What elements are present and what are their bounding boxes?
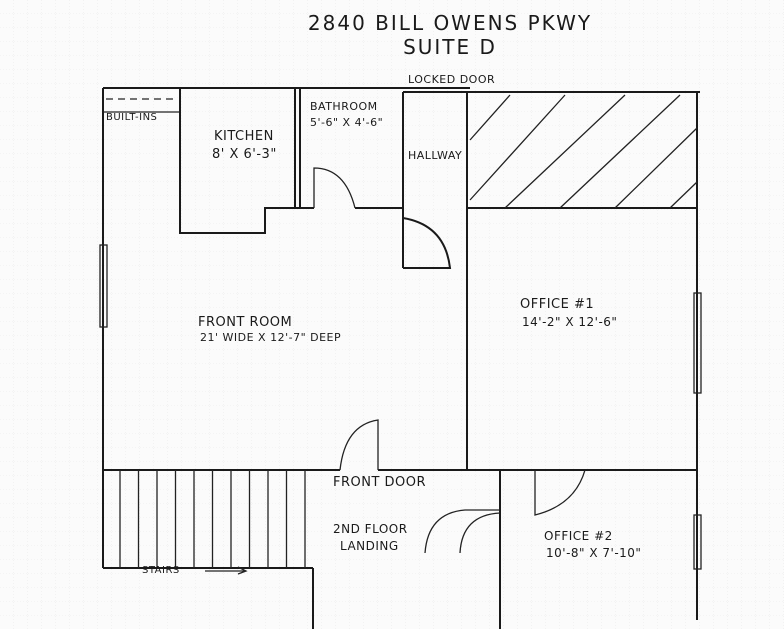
bathroom-size: 5'-6" x 4'-6" bbox=[310, 116, 384, 129]
front-room-size: 21' Wide x 12'-7" Deep bbox=[200, 331, 342, 344]
landing-label-2: Landing bbox=[340, 539, 399, 553]
landing-door bbox=[424, 509, 501, 554]
built-ins bbox=[103, 98, 180, 113]
office1-door bbox=[534, 469, 586, 516]
window-right-1 bbox=[693, 292, 702, 394]
outer-walls bbox=[102, 87, 700, 629]
window-right-2 bbox=[693, 514, 702, 570]
stairs bbox=[119, 470, 306, 568]
kitchen-label: Kitchen bbox=[214, 129, 274, 144]
stairs-arrow bbox=[205, 566, 248, 575]
office1-label: Office #1 bbox=[520, 297, 595, 312]
office2-label: Office #2 bbox=[544, 529, 613, 543]
bathroom-door bbox=[313, 167, 356, 209]
stairs-label: Stairs bbox=[142, 565, 180, 576]
front-door bbox=[339, 419, 379, 471]
hallway-label: Hallway bbox=[408, 149, 463, 162]
bathroom-label: Bathroom bbox=[310, 100, 378, 113]
built-ins-label: Built-ins bbox=[106, 112, 158, 123]
kitchen-size: 8' x 6'-3" bbox=[212, 147, 277, 162]
front-room-label: Front Room bbox=[198, 315, 293, 330]
office2-size: 10'-8" x 7'-10" bbox=[546, 546, 642, 560]
window-left bbox=[99, 244, 108, 328]
title-line1: 2840 Bill Owens Pkwy bbox=[307, 11, 593, 35]
kitchen-walls bbox=[179, 88, 300, 234]
front-door-label: Front Door bbox=[333, 475, 427, 490]
landing-label-1: 2nd Floor bbox=[333, 522, 408, 536]
hallway-door bbox=[402, 217, 452, 269]
office1-size: 14'-2" x 12'-6" bbox=[522, 315, 618, 329]
locked-door-label: Locked Door bbox=[408, 73, 496, 86]
title-line2: Suite D bbox=[403, 35, 497, 59]
hatched-area bbox=[467, 94, 698, 209]
